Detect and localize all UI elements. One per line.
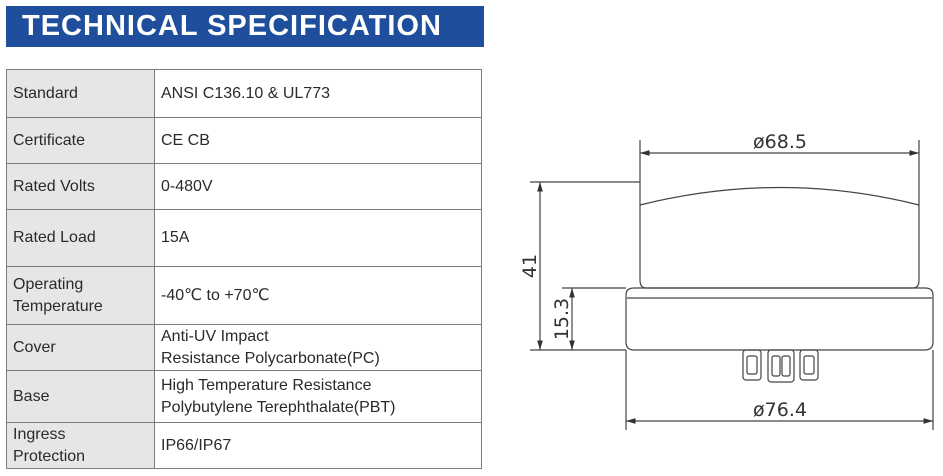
cover-body-outline (639, 205, 920, 289)
dimension-drawing: ø68.5 ø76.4 41 15.3 (519, 131, 934, 430)
spec-label-standard: Standard (6, 69, 155, 118)
table-row: Ingress Protection IP66/IP67 (6, 422, 482, 469)
table-row: Cover Anti-UV Impact Resistance Polycarb… (6, 324, 482, 371)
table-row: Certificate CE CB (6, 117, 482, 164)
spec-label-certificate: Certificate (6, 117, 155, 164)
spec-title-banner: TECHNICAL SPECIFICATION (6, 6, 484, 47)
label-line: Operating (13, 275, 84, 293)
spec-value-operating-temperature: -40℃ to +70℃ (154, 266, 482, 325)
prong-inner (746, 355, 758, 375)
prong (799, 349, 819, 381)
spec-value-certificate: CE CB (154, 117, 482, 164)
prong (767, 349, 795, 383)
label-line: Ingress (13, 425, 66, 443)
total-height-label: 41 (519, 254, 541, 278)
top-diameter-label: ø68.5 (753, 131, 807, 153)
spec-value-cover: Anti-UV Impact Resistance Polycarbonate(… (154, 324, 482, 371)
spec-value-standard: ANSI C136.10 & UL773 (154, 69, 482, 118)
value-line: High Temperature Resistance (161, 376, 372, 394)
base-body-outline (625, 287, 934, 351)
spec-value-rated-load: 15A (154, 209, 482, 267)
value-line: Polybutylene Terephthalate(PBT) (161, 398, 396, 416)
table-row: Base High Temperature Resistance Polybut… (6, 370, 482, 423)
spec-table: Standard ANSI C136.10 & UL773 Certificat… (6, 69, 482, 469)
spec-value-rated-volts: 0-480V (154, 163, 482, 210)
prong-inner (771, 355, 781, 377)
table-row: Standard ANSI C136.10 & UL773 (6, 69, 482, 118)
label-line: Temperature (13, 297, 103, 315)
spec-label-cover: Cover (6, 324, 155, 371)
spec-label-operating-temperature: Operating Temperature (6, 266, 155, 325)
base-height-label: 15.3 (551, 298, 573, 340)
table-row: Rated Load 15A (6, 209, 482, 267)
spec-label-base: Base (6, 370, 155, 423)
spec-label-ingress-protection: Ingress Protection (6, 422, 155, 469)
prong (742, 349, 762, 381)
table-row: Operating Temperature -40℃ to +70℃ (6, 266, 482, 325)
label-line: Protection (13, 447, 86, 465)
spec-value-base: High Temperature Resistance Polybutylene… (154, 370, 482, 423)
bottom-diameter-label: ø76.4 (753, 399, 807, 421)
prong-inner (803, 355, 815, 375)
cover-dome-outline (639, 186, 920, 206)
spec-label-rated-load: Rated Load (6, 209, 155, 267)
value-line: Anti-UV Impact (161, 327, 269, 345)
spec-value-ingress-protection: IP66/IP67 (154, 422, 482, 469)
prong-inner (781, 355, 791, 377)
spec-label-rated-volts: Rated Volts (6, 163, 155, 210)
page-title: TECHNICAL SPECIFICATION (22, 10, 442, 42)
value-line: Resistance Polycarbonate(PC) (161, 349, 380, 367)
table-row: Rated Volts 0-480V (6, 163, 482, 210)
